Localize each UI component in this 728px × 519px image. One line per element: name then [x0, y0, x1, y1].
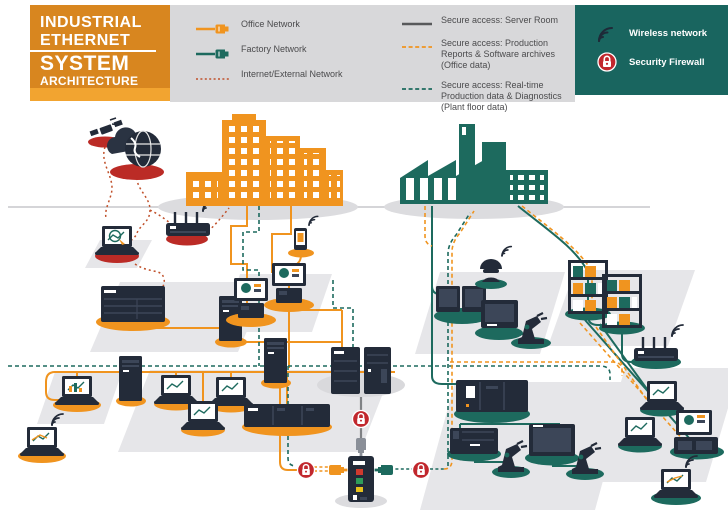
legend-item-secure-realtime-data: Secure access: Real-time Production data…	[402, 80, 572, 113]
legend: Office Network Factory Network Internet/…	[170, 5, 575, 112]
hmi-panel-icon	[450, 428, 498, 454]
ethernet-plug-gray	[356, 438, 366, 457]
node-office-workstation-2	[264, 263, 314, 312]
legend-item-factory-network: Factory Network	[196, 44, 376, 60]
secure-access-lines	[8, 205, 693, 472]
title-box: INDUSTRIAL ETHERNET SYSTEM ARCHITECTURE	[30, 5, 170, 88]
security-firewall-lock-server-room	[351, 409, 371, 429]
node-factory-workstation	[670, 410, 724, 460]
wifi-icon	[501, 245, 513, 257]
node-storage-shelf-2	[599, 274, 645, 335]
workstation-icon	[272, 263, 306, 303]
smartphone-icon	[294, 228, 307, 250]
node-office-laptop-3	[208, 376, 254, 413]
node-factory-wireless-router	[631, 324, 684, 369]
node-factory-panel-display	[525, 424, 579, 466]
node-office-wireless-router	[164, 199, 215, 246]
hmi-panel-icon	[481, 300, 518, 328]
tower-server-icon	[119, 356, 142, 401]
internet-network-swatch	[196, 78, 230, 80]
ethernet-plug-teal	[374, 465, 393, 475]
node-factory-wireless-laptop	[651, 455, 701, 505]
node-office-rack-server	[96, 285, 170, 331]
diagram-canvas	[8, 114, 728, 510]
node-office-tower-2	[116, 356, 146, 407]
satellite-icon	[89, 117, 123, 137]
legend-label: Wireless network	[629, 28, 708, 39]
node-wireless-smartphone	[288, 215, 319, 258]
legend-item-secure-production-reports: Secure access: Production Reports & Soft…	[402, 38, 572, 71]
lock-icon	[597, 52, 617, 72]
factory-network-swatch	[196, 49, 229, 59]
office-building-icon	[186, 114, 343, 206]
node-factory-touch-panel	[475, 300, 523, 340]
node-office-tower-3	[261, 338, 291, 389]
plc-controller-icon	[456, 380, 528, 412]
node-office-tower-server	[215, 296, 247, 348]
rack-server-icon	[243, 403, 331, 428]
legend-label: Secure access: Production Reports & Soft…	[441, 38, 556, 70]
legend-label: Security Firewall	[629, 56, 705, 68]
rack-server-icon	[100, 285, 166, 323]
node-factory-robot-small	[511, 311, 551, 349]
legend-network-types: Office Network Factory Network Internet/…	[196, 19, 376, 94]
network-diagram	[0, 114, 728, 514]
node-factory-control-box	[447, 428, 501, 462]
hmi-panel-icon	[529, 424, 575, 456]
wireless-laptop-icon	[19, 426, 65, 457]
node-office-laptop-2	[153, 374, 199, 411]
workstation-icon	[674, 410, 718, 454]
legend-label: Secure access: Server Room	[441, 15, 559, 25]
node-factory-dual-monitor-hmi	[434, 286, 490, 324]
node-factory-laptop-2	[617, 416, 663, 453]
legend-item-internet-network: Internet/External Network	[196, 69, 376, 85]
security-firewall-lock-factory	[411, 460, 431, 480]
tower-server-icon	[264, 338, 287, 383]
ethernet-plug-icon	[215, 24, 229, 34]
node-factory-robot-1	[492, 439, 530, 478]
network-switch-icon	[348, 456, 374, 502]
legend-item-office-network: Office Network	[196, 19, 376, 35]
wireless-security-legend: Wireless network Security Firewall	[575, 5, 728, 95]
node-storage-shelf-1	[565, 260, 611, 321]
server-room-swatch	[402, 22, 432, 26]
node-hacker-laptop	[94, 225, 140, 263]
node-plc-controller	[454, 380, 530, 423]
legend-label: Secure access: Real-time Production data…	[441, 80, 562, 112]
title-accent-strip	[30, 88, 170, 101]
node-internet-cloud-globe	[107, 127, 164, 180]
node-wireless-worker	[475, 245, 513, 289]
node-factory-laptop-1	[639, 380, 685, 417]
node-office-laptop-4	[180, 400, 226, 437]
legend-label: Office Network	[241, 19, 300, 29]
ethernet-plug-icon	[215, 49, 229, 59]
node-office-laptop-chart	[53, 375, 101, 412]
workstation-icon	[234, 278, 268, 318]
node-office-wide-rack	[242, 403, 332, 436]
wifi-icon	[598, 27, 613, 42]
legend-item-security-firewall: Security Firewall	[597, 52, 728, 72]
factory-building-icon	[400, 124, 548, 204]
legend-item-secure-server-room: Secure access: Server Room	[402, 15, 572, 29]
node-office-workstation-1	[226, 278, 276, 327]
node-office-wireless-laptop	[18, 413, 66, 463]
legend-label: Factory Network	[241, 44, 307, 54]
office-network-swatch	[196, 24, 229, 34]
page-title: INDUSTRIAL	[40, 14, 142, 31]
node-factory-robot-2	[566, 441, 604, 480]
legend-item-wireless-network: Wireless network	[597, 25, 728, 42]
wireless-laptop-icon	[653, 468, 699, 499]
production-reports-swatch	[402, 46, 432, 48]
globe-icon	[125, 130, 161, 168]
hmi-panel-icon	[436, 286, 486, 312]
laptop-icon	[54, 375, 100, 406]
hacker-laptop-icon	[94, 225, 140, 256]
legend-secure-access: Secure access: Server Room Secure access…	[402, 15, 572, 122]
realtime-data-swatch	[402, 88, 432, 90]
security-firewall-lock-office	[296, 460, 316, 480]
legend-label: Internet/External Network	[241, 69, 343, 79]
secure-orange-bus	[450, 361, 623, 376]
ethernet-plug-orange	[329, 465, 348, 475]
node-server-room	[317, 346, 405, 397]
